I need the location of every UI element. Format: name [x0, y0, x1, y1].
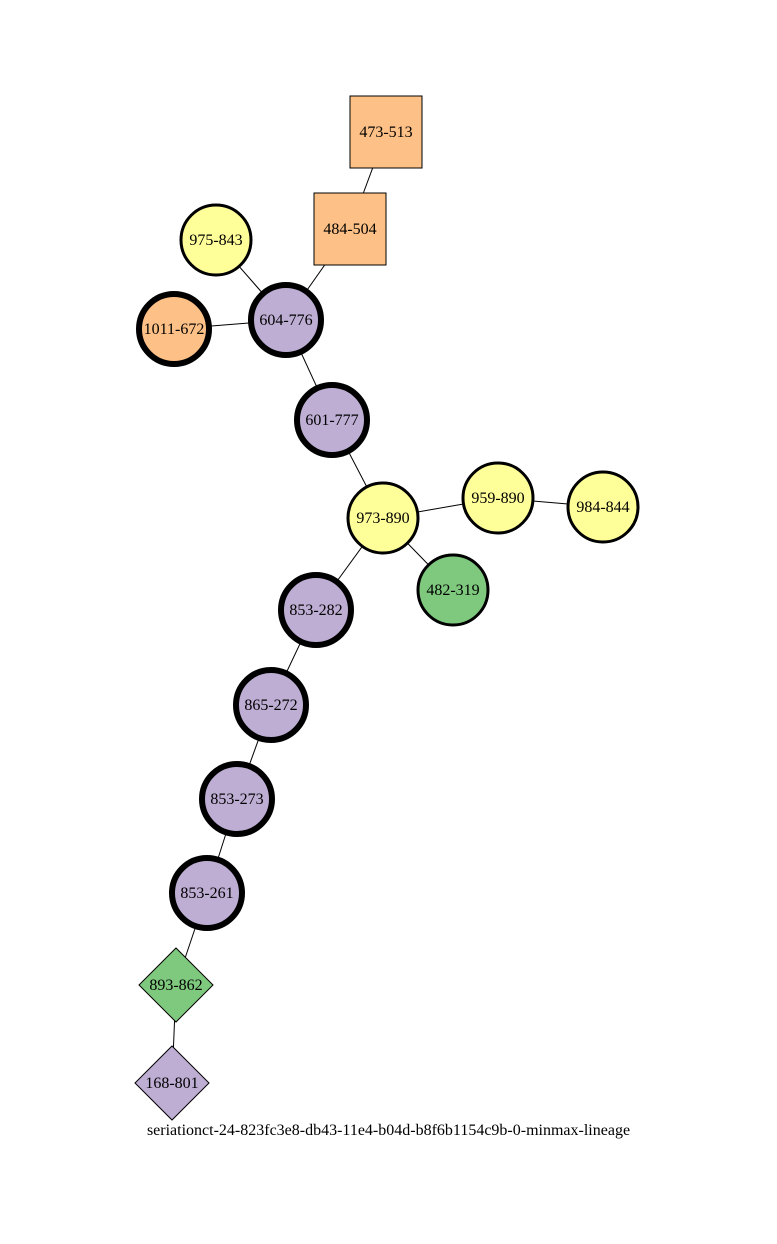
node-959-890[interactable]: 959-890 [461, 461, 535, 535]
node-label: 604-776 [259, 312, 312, 329]
graph-caption: seriationct-24-823fc3e8-db43-11e4-b04d-b… [146, 1122, 631, 1139]
node-label: 1011-672 [144, 321, 205, 338]
node-853-282[interactable]: 853-282 [278, 572, 354, 648]
node-604-776[interactable]: 604-776 [248, 282, 324, 358]
node-shape-circle [199, 761, 275, 837]
node-shape-circle [294, 382, 370, 458]
node-label: 853-282 [289, 602, 342, 619]
nodes-layer: 473-513 484-504 975-843 604-776 1011-672 601-… [134, 95, 640, 1121]
node-shape-circle [278, 572, 354, 648]
node-label: 865-272 [244, 697, 297, 714]
node-168-801[interactable]: 168-801 [134, 1045, 210, 1121]
node-shape-circle [169, 855, 245, 931]
node-601-777[interactable]: 601-777 [294, 382, 370, 458]
node-975-843[interactable]: 975-843 [179, 203, 253, 277]
node-484-504[interactable]: 484-504 [313, 192, 387, 266]
node-label: 853-261 [180, 885, 233, 902]
node-1011-672[interactable]: 1011-672 [136, 291, 212, 367]
node-label: 168-801 [145, 1075, 198, 1092]
node-label: 484-504 [323, 221, 376, 238]
node-label: 959-890 [471, 490, 524, 507]
node-shape-diamond [138, 947, 214, 1023]
node-shape-circle [248, 282, 324, 358]
node-shape-circle [416, 553, 490, 627]
node-label: 601-777 [305, 412, 358, 429]
node-shape-square [313, 192, 387, 266]
node-893-862[interactable]: 893-862 [138, 947, 214, 1023]
node-shape-circle [136, 291, 212, 367]
node-shape-circle [346, 481, 420, 555]
node-853-261[interactable]: 853-261 [169, 855, 245, 931]
node-973-890[interactable]: 973-890 [346, 481, 420, 555]
node-label: 473-513 [359, 124, 412, 141]
node-label: 853-273 [210, 791, 263, 808]
node-label: 973-890 [356, 510, 409, 527]
node-label: 482-319 [426, 582, 479, 599]
node-label: 893-862 [149, 977, 202, 994]
node-shape-circle [566, 470, 640, 544]
node-label: 984-844 [576, 499, 629, 516]
node-473-513[interactable]: 473-513 [349, 95, 423, 169]
edges-layer [171, 131, 604, 1084]
node-shape-diamond [134, 1045, 210, 1121]
node-shape-circle [233, 667, 309, 743]
node-label: 975-843 [189, 232, 242, 249]
node-865-272[interactable]: 865-272 [233, 667, 309, 743]
node-shape-circle [179, 203, 253, 277]
node-shape-circle [461, 461, 535, 535]
node-984-844[interactable]: 984-844 [566, 470, 640, 544]
node-853-273[interactable]: 853-273 [199, 761, 275, 837]
node-shape-square [349, 95, 423, 169]
node-482-319[interactable]: 482-319 [416, 553, 490, 627]
